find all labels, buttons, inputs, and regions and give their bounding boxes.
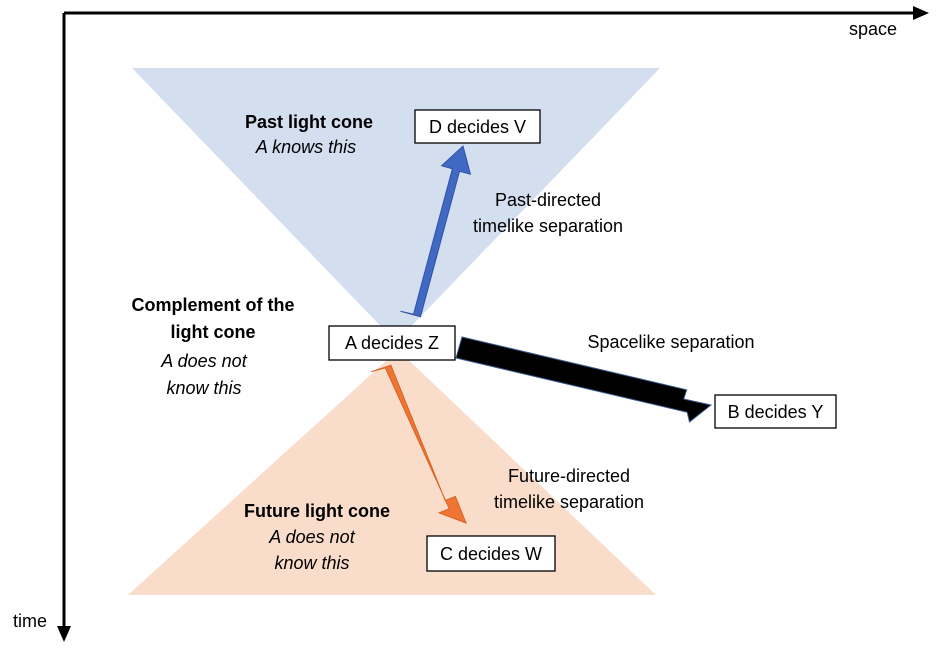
past-cone-subtitle: A knows this — [255, 137, 356, 157]
time-axis-label: time — [13, 611, 47, 631]
past-directed-arrow — [400, 145, 472, 318]
complement-subtitle-line2: know this — [166, 378, 241, 398]
event-box-d: D decides V — [414, 109, 541, 144]
past-separation-label-line2: timelike separation — [473, 216, 623, 236]
space-axis-label: space — [849, 19, 897, 39]
time-axis-arrowhead — [57, 626, 71, 642]
complement-title-line1: Complement of the — [131, 295, 294, 315]
future-separation-label-line2: timelike separation — [494, 492, 644, 512]
spacelike-separation-label: Spacelike separation — [587, 332, 754, 352]
future-cone-subtitle-line1: A does not — [268, 527, 355, 547]
event-box-c: C decides W — [426, 535, 556, 572]
future-cone-title: Future light cone — [244, 501, 390, 521]
complement-title-line2: light cone — [171, 322, 256, 342]
time-axis — [57, 13, 71, 642]
event-box-b: B decides Y — [714, 394, 837, 429]
future-directed-arrow — [370, 364, 467, 524]
space-axis-arrowhead — [913, 6, 929, 20]
future-cone-subtitle-line2: know this — [274, 553, 349, 573]
event-label-c: C decides W — [440, 544, 542, 564]
space-axis — [64, 6, 929, 20]
complement-subtitle-line1: A does not — [160, 351, 247, 371]
event-label-d: D decides V — [429, 117, 526, 137]
spacelike-arrow — [455, 336, 713, 423]
future-separation-label-line1: Future-directed — [508, 466, 630, 486]
event-label-a: A decides Z — [345, 333, 439, 353]
event-label-b: B decides Y — [728, 402, 824, 422]
future-light-cone — [128, 350, 656, 595]
past-cone-title: Past light cone — [245, 112, 373, 132]
past-separation-label-line1: Past-directed — [495, 190, 601, 210]
event-box-a: A decides Z — [328, 325, 456, 361]
